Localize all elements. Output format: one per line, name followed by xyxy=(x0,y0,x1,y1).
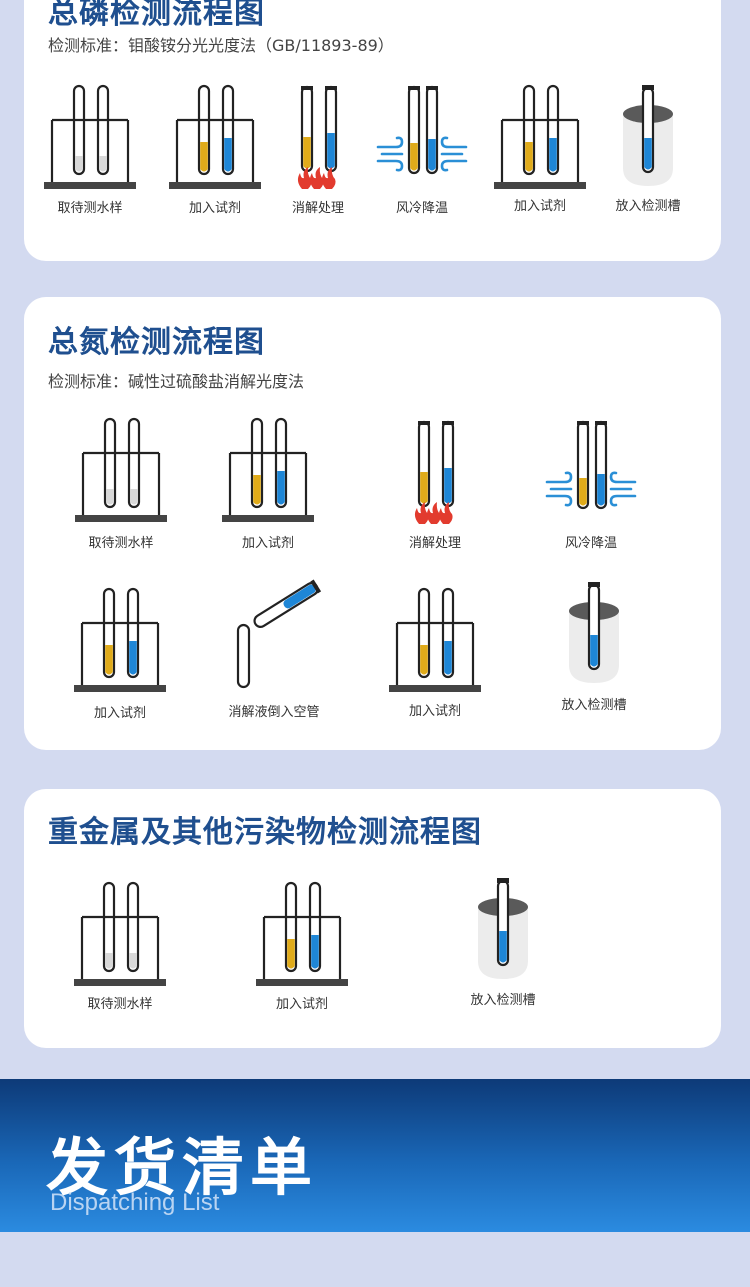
nitrogen-process-card: 总氮检测流程图 检测标准：碱性过硫酸盐消解光度法 取待测水样 加入试剂 消解处理… xyxy=(24,297,721,750)
empty-tubes-rack-icon xyxy=(70,879,170,989)
heated-tubes-icon xyxy=(268,85,368,195)
reagent-tubes-rack-icon xyxy=(218,415,318,525)
phosphorus-step-3-label: 消解处理 xyxy=(291,201,344,216)
dispatching-list-banner: 发货清单 Dispatching List xyxy=(0,1079,750,1232)
phosphorus-process-card: 总磷检测流程图 检测标准：钼酸铵分光光度法（GB/11893-89） 取待测水样… xyxy=(24,0,721,261)
detection-cell-icon xyxy=(453,875,553,985)
banner-title: 发货清单 xyxy=(46,1131,319,1204)
phosphorus-step-5-label: 加入试剂 xyxy=(513,199,566,214)
heavy-metal-card-title: 重金属及其他污染物检测流程图 xyxy=(48,815,482,850)
banner-subtitle: Dispatching List xyxy=(50,1189,220,1216)
phosphorus-standard-text: 检测标准：钼酸铵分光光度法（GB/11893-89） xyxy=(48,36,394,55)
nitrogen-step-5: 加入试剂 xyxy=(60,585,180,721)
air-cooling-tubes-icon xyxy=(372,85,472,195)
detection-cell-icon xyxy=(598,82,698,192)
heated-tubes-icon xyxy=(385,420,485,530)
reagent-tubes-rack-icon xyxy=(385,585,485,695)
nitrogen-step-2-label: 加入试剂 xyxy=(241,536,294,551)
phosphorus-card-title: 总磷检测流程图 xyxy=(48,0,265,31)
heavy-metal-step-2-label: 加入试剂 xyxy=(275,997,328,1012)
nitrogen-step-3: 消解处理 xyxy=(375,420,495,551)
empty-tubes-rack-icon xyxy=(71,415,171,525)
phosphorus-step-4: 风冷降温 xyxy=(362,85,482,216)
nitrogen-standard-text: 检测标准：碱性过硫酸盐消解光度法 xyxy=(48,372,305,391)
nitrogen-step-6-label: 消解液倒入空管 xyxy=(228,705,320,720)
nitrogen-step-2: 加入试剂 xyxy=(208,415,328,551)
heavy-metal-process-card: 重金属及其他污染物检测流程图 取待测水样 加入试剂 放入检测槽 xyxy=(24,789,721,1048)
nitrogen-step-4-label: 风冷降温 xyxy=(564,536,617,551)
phosphorus-step-2: 加入试剂 xyxy=(155,82,275,216)
nitrogen-step-7: 加入试剂 xyxy=(375,585,495,719)
detection-cell-icon xyxy=(544,579,644,689)
nitrogen-step-6: 消解液倒入空管 xyxy=(214,579,334,720)
nitrogen-step-1: 取待测水样 xyxy=(61,415,181,551)
heavy-metal-step-3: 放入检测槽 xyxy=(443,875,563,1008)
phosphorus-step-5: 加入试剂 xyxy=(480,82,600,214)
nitrogen-step-1-label: 取待测水样 xyxy=(88,536,154,551)
air-cooling-tubes-icon xyxy=(541,420,641,530)
phosphorus-step-1-label: 取待测水样 xyxy=(57,201,123,216)
phosphorus-step-2-label: 加入试剂 xyxy=(188,201,241,216)
phosphorus-step-1: 取待测水样 xyxy=(30,82,150,216)
nitrogen-step-3-label: 消解处理 xyxy=(408,536,461,551)
nitrogen-step-8: 放入检测槽 xyxy=(534,579,654,713)
nitrogen-step-4: 风冷降温 xyxy=(531,420,651,551)
heavy-metal-step-3-label: 放入检测槽 xyxy=(470,993,536,1008)
phosphorus-step-6: 放入检测槽 xyxy=(588,82,708,214)
heavy-metal-step-2: 加入试剂 xyxy=(242,879,362,1012)
reagent-tubes-rack-icon xyxy=(70,585,170,695)
nitrogen-step-7-label: 加入试剂 xyxy=(408,704,461,719)
heavy-metal-step-1-label: 取待测水样 xyxy=(87,997,153,1012)
nitrogen-step-5-label: 加入试剂 xyxy=(93,706,146,721)
reagent-tubes-rack-icon xyxy=(490,82,590,192)
heavy-metal-step-1: 取待测水样 xyxy=(60,879,180,1012)
phosphorus-step-4-label: 风冷降温 xyxy=(395,201,448,216)
empty-tubes-rack-icon xyxy=(40,82,140,192)
reagent-tubes-rack-icon xyxy=(252,879,352,989)
reagent-tubes-rack-icon xyxy=(165,82,265,192)
nitrogen-card-title: 总氮检测流程图 xyxy=(48,325,265,360)
phosphorus-step-3: 消解处理 xyxy=(258,85,378,216)
nitrogen-step-8-label: 放入检测槽 xyxy=(561,698,627,713)
bottom-strip xyxy=(0,1232,750,1287)
phosphorus-step-6-label: 放入检测槽 xyxy=(615,199,681,214)
pour-liquid-icon xyxy=(224,579,324,689)
